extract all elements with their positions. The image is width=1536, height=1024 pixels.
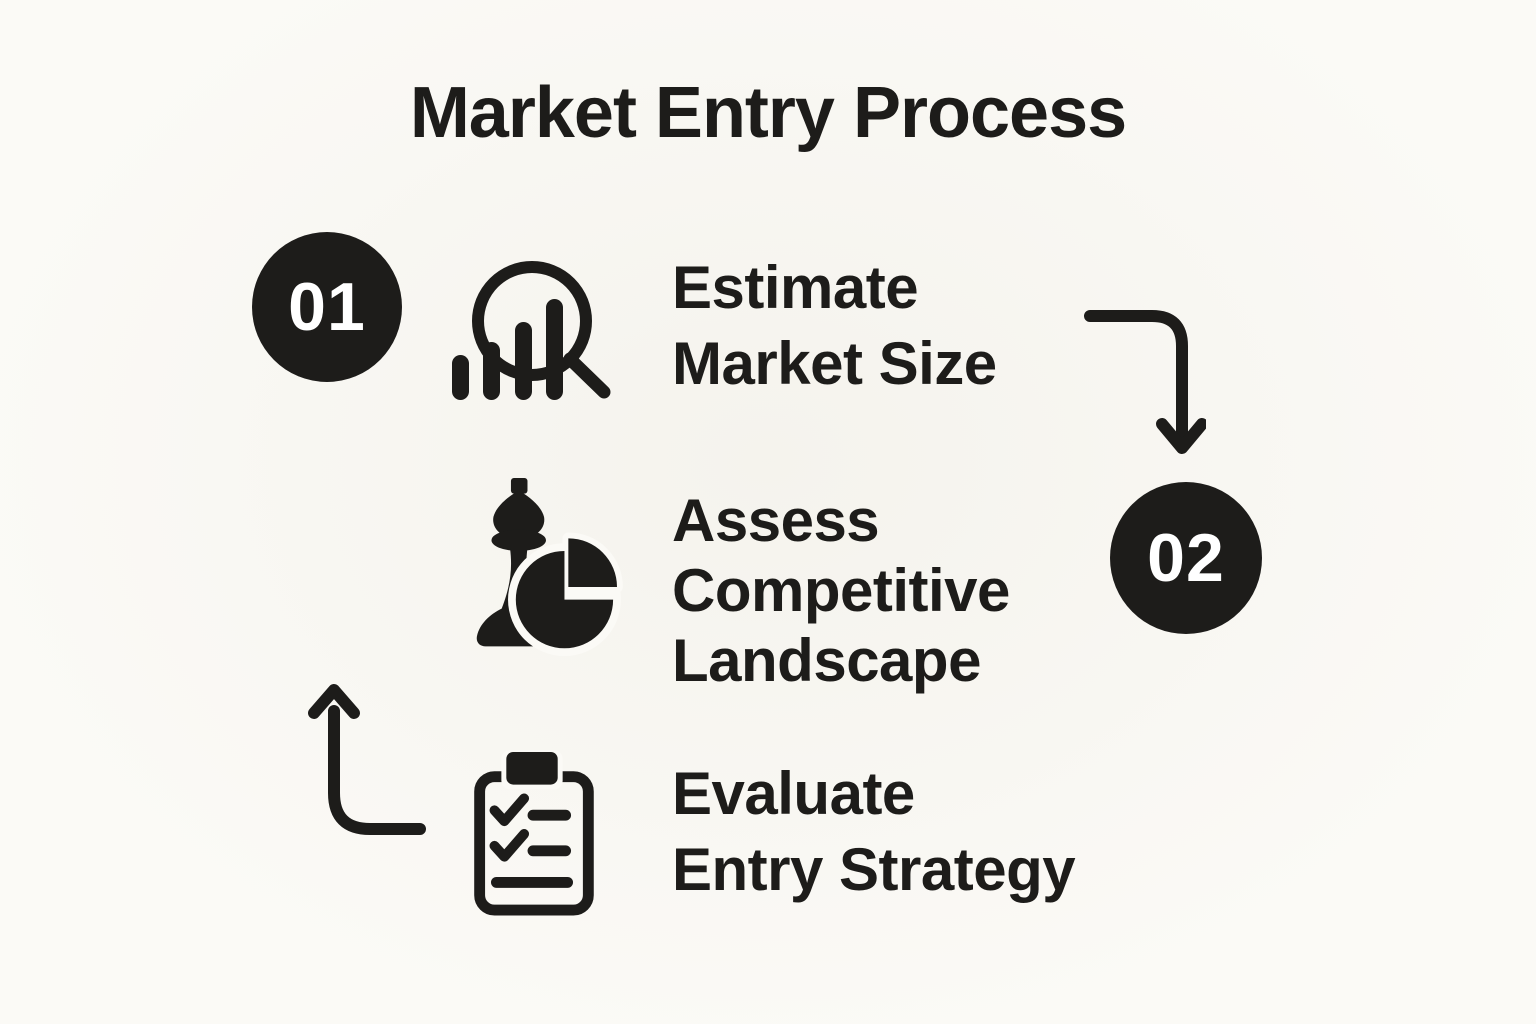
step-2-number: 02 bbox=[1147, 520, 1225, 596]
step-2-number-badge: 02 bbox=[1110, 482, 1262, 634]
step-3-label-line-1: Evaluate bbox=[672, 760, 915, 827]
step-1-label: Estimate Market Size bbox=[672, 250, 997, 402]
arrow-down-icon bbox=[1084, 308, 1206, 458]
step-1-label-line-2: Market Size bbox=[672, 330, 997, 397]
step-2-label-line-1: Assess bbox=[672, 487, 880, 554]
chess-piece-pie-chart-icon bbox=[465, 478, 625, 658]
step-1-number: 01 bbox=[288, 269, 366, 345]
step-1-number-badge: 01 bbox=[252, 232, 402, 382]
step-2-label-line-3: Landscape bbox=[672, 627, 981, 694]
diagram-title: Market Entry Process bbox=[409, 73, 1127, 153]
step-2-label: Assess Competitive Landscape bbox=[672, 486, 1010, 696]
step-3-label: Evaluate Entry Strategy bbox=[672, 756, 1076, 908]
step-1-label-line-1: Estimate bbox=[672, 254, 919, 321]
step-2-label-line-2: Competitive bbox=[672, 557, 1010, 624]
magnifier-bar-chart-icon bbox=[450, 252, 612, 402]
arrow-up-icon bbox=[308, 683, 426, 835]
step-3-label-line-2: Entry Strategy bbox=[672, 836, 1076, 903]
clipboard-checklist-icon bbox=[470, 750, 595, 916]
